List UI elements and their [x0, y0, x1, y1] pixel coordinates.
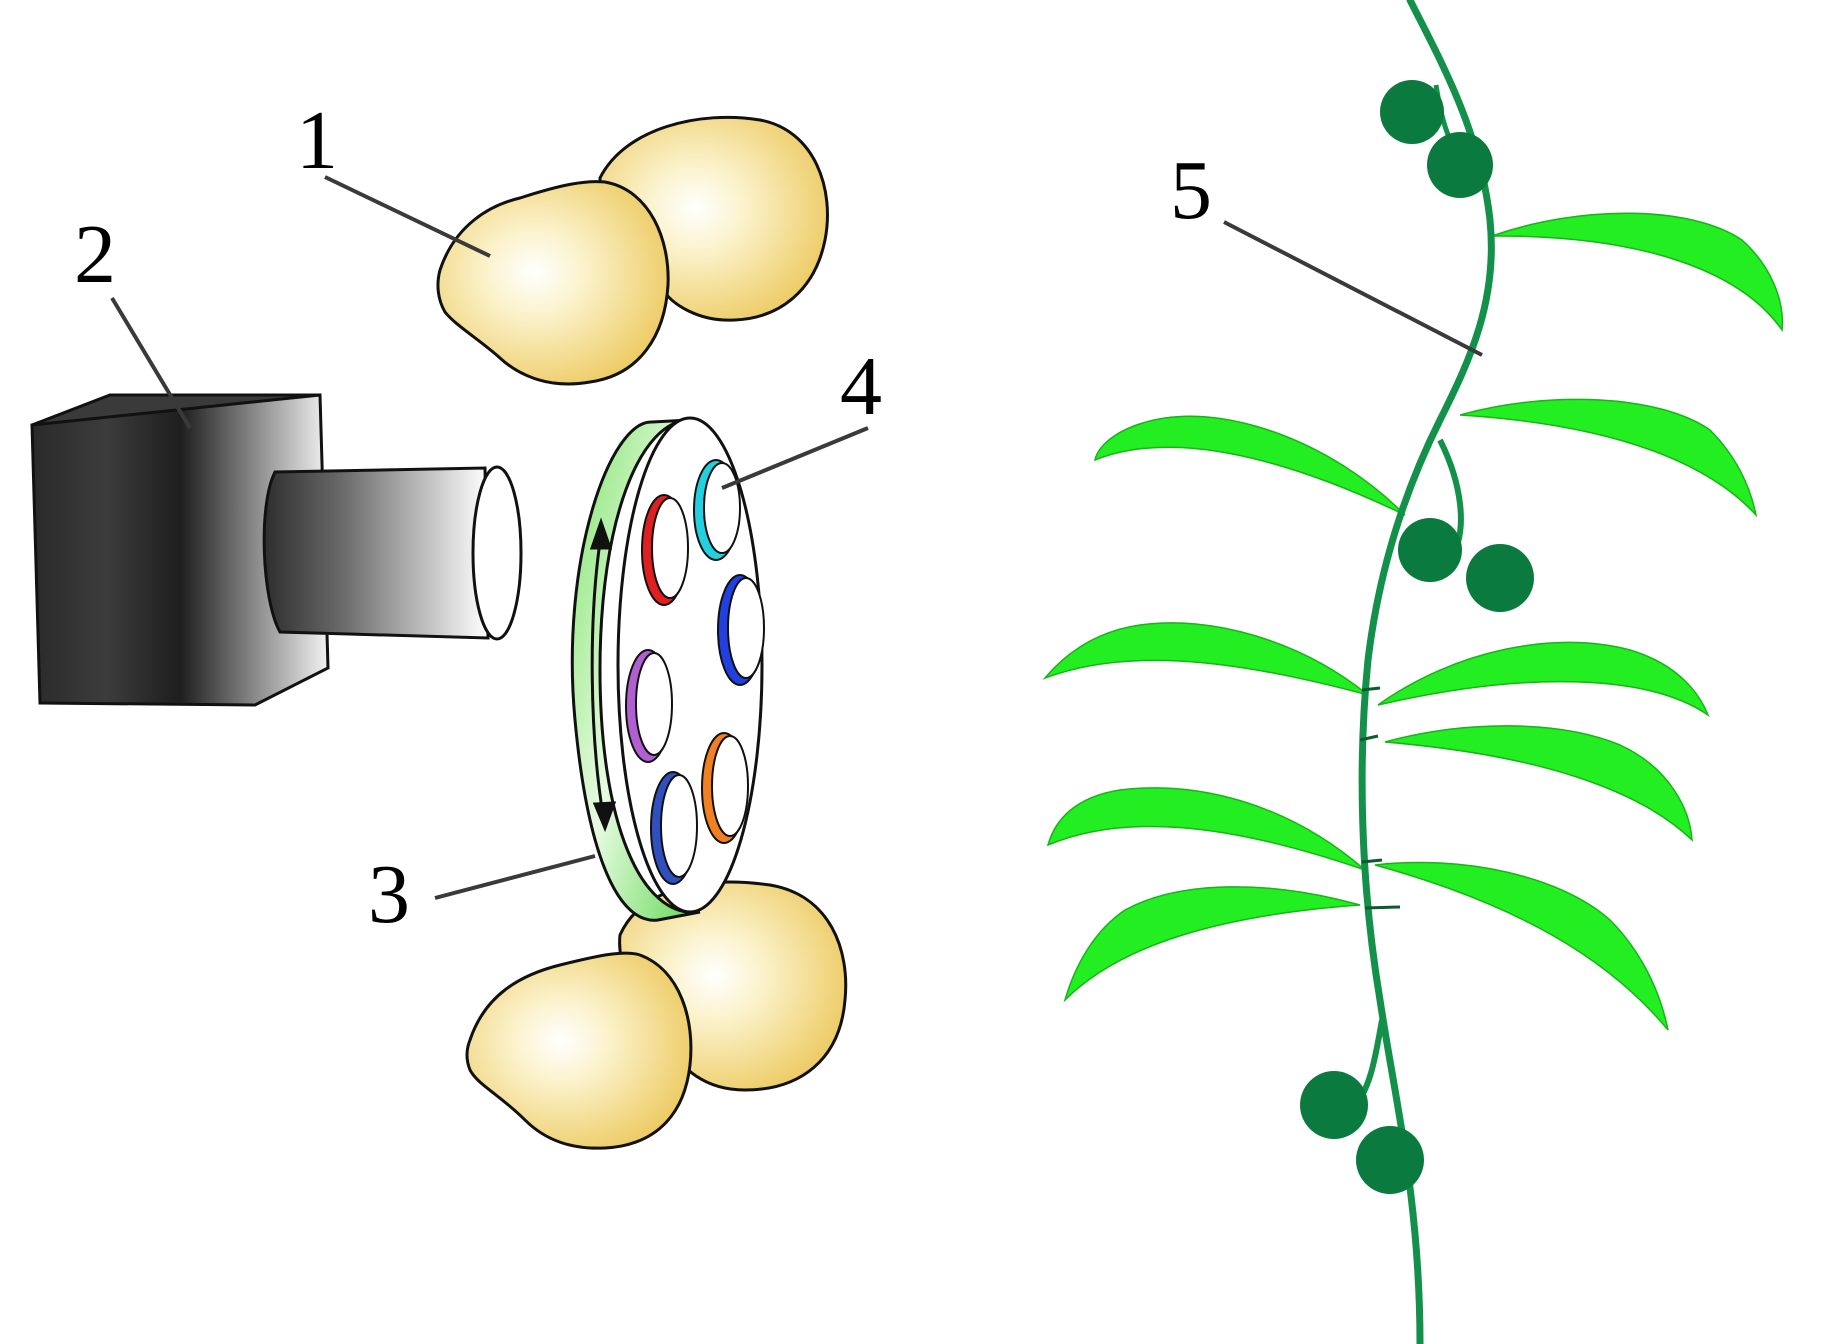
- lamp-upper-front-bulb: [436, 180, 670, 386]
- label-lamp: 1: [296, 94, 338, 187]
- filter-purple: [625, 649, 673, 763]
- filter-wheel: [570, 416, 765, 922]
- leader-line-4: [721, 426, 869, 490]
- filter-red: [641, 494, 689, 606]
- leaf: [1459, 398, 1758, 518]
- label-filter: 4: [840, 340, 882, 433]
- label-plant: 5: [1170, 144, 1212, 237]
- leaf: [1491, 212, 1784, 333]
- berry: [1300, 1071, 1368, 1139]
- leaf: [1093, 415, 1406, 516]
- filter-blue: [717, 574, 765, 686]
- filter-orange: [701, 732, 749, 844]
- berry: [1380, 80, 1444, 144]
- filter-cyan: [693, 459, 741, 561]
- lamp-lower: [465, 880, 848, 1150]
- plant-stem: [1358, 0, 1495, 1344]
- leaf: [1063, 886, 1361, 1003]
- camera-lens-opening: [471, 465, 523, 641]
- leader-line-2: [110, 296, 192, 430]
- leaf: [1374, 861, 1669, 1031]
- plant: [1042, 0, 1784, 1344]
- camera-lens-barrel: [262, 466, 490, 640]
- stem-nodes: [1359, 686, 1401, 910]
- leaf: [1384, 725, 1693, 842]
- label-filter-wheel: 3: [368, 848, 410, 941]
- lamp-lower-front-bulb: [465, 951, 693, 1150]
- leader-line-1: [324, 175, 491, 258]
- double-arrow-icon: [589, 517, 617, 833]
- berries: [1300, 80, 1534, 1194]
- label-camera: 2: [74, 208, 116, 301]
- berry: [1466, 544, 1534, 612]
- leader-lines: [110, 175, 1483, 900]
- leader-line-3: [434, 854, 596, 900]
- berry: [1356, 1126, 1424, 1194]
- filter-navy: [650, 771, 698, 885]
- leaf: [1377, 641, 1710, 718]
- camera-body: [30, 393, 330, 707]
- leaf: [1042, 622, 1369, 696]
- berry: [1427, 132, 1493, 198]
- leaf: [1046, 787, 1366, 871]
- leaves: [1042, 212, 1784, 1031]
- berry: [1398, 518, 1462, 582]
- leader-line-5: [1223, 220, 1483, 357]
- camera: [30, 393, 523, 707]
- lamp-upper: [436, 115, 829, 386]
